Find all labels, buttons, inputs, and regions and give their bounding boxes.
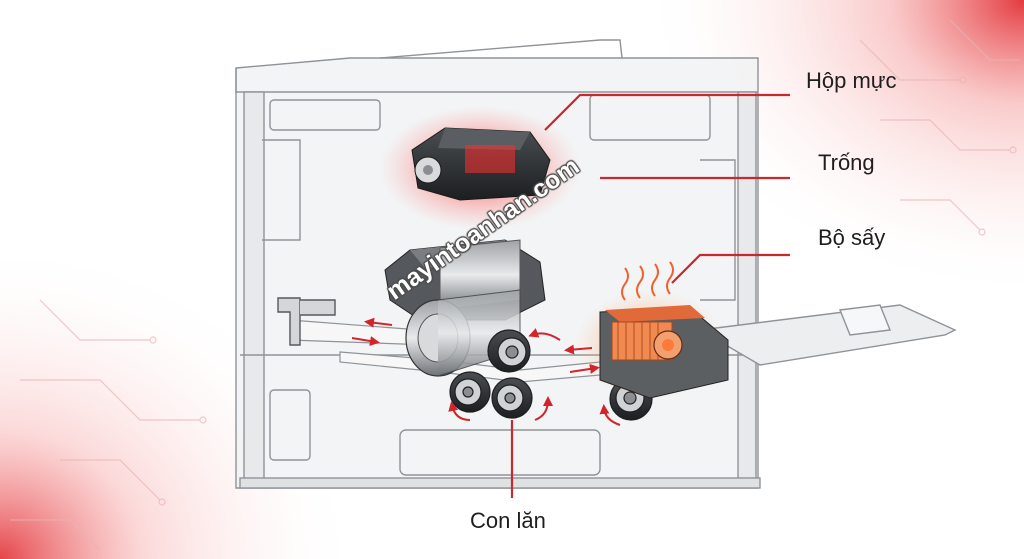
callout-cartridge [544, 93, 790, 131]
heat-waves-icon [621, 261, 674, 301]
arrow-curve-3-icon [599, 404, 621, 426]
label-toner-cartridge: Hộp mực [806, 68, 897, 93]
label-fuser: Bộ sấy [818, 225, 886, 250]
callout-fuser [671, 253, 790, 284]
label-rollers: Con lăn [470, 508, 546, 533]
roller-3 [491, 377, 533, 419]
arrow-curve-4-icon [528, 328, 561, 341]
arrow-curve-2-icon [534, 396, 553, 421]
drum-unit [384, 239, 546, 377]
arrow-left-1-icon [364, 317, 393, 328]
arrow-curve-1-icon [448, 401, 471, 421]
callout-lines [510, 93, 790, 498]
arrow-right-2-icon [569, 363, 600, 374]
circuit-lines [10, 19, 1020, 551]
roller-2 [449, 371, 491, 413]
direction-arrows [351, 317, 621, 426]
arrow-right-1-icon [351, 336, 380, 346]
label-drum: Trống [818, 150, 875, 175]
arrow-left-2-icon [564, 344, 593, 355]
roller-1 [487, 329, 531, 373]
toner-cartridge [380, 106, 580, 230]
paper-guide-left [277, 297, 336, 346]
fuser-unit [575, 261, 729, 400]
output-tray [697, 304, 957, 366]
